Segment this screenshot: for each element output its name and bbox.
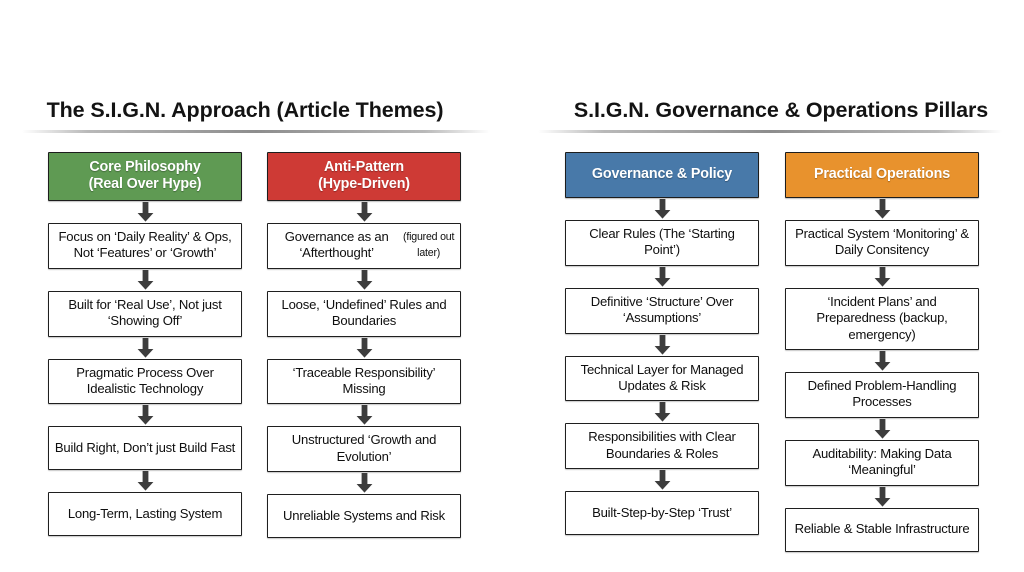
node-box[interactable]: Unstructured ‘Growth and Evolution’ [267,426,461,473]
node-box[interactable]: Technical Layer for Managed Updates & Ri… [565,355,759,402]
arrow-down-icon [48,269,242,291]
column-header-practical-operations[interactable]: Practical Operations [785,152,979,198]
node-box[interactable]: Definitive ‘Structure’ Over ‘Assumptions… [565,287,759,334]
header-line-1: Governance & Policy [591,166,733,182]
arrow-down-icon [785,266,979,288]
column-practical-operations: Practical Operations Practical System ‘M… [785,152,979,552]
arrow-down-icon [267,337,461,359]
column-core-philosophy: Core Philosophy (Real Over Hype) Focus o… [48,152,242,537]
arrow-down-icon [48,404,242,426]
column-header-governance-policy[interactable]: Governance & Policy [565,152,759,198]
node-box[interactable]: Built-Step-by-Step ‘Trust’ [565,491,759,536]
node-box[interactable]: Practical System ‘Monitoring’ & Daily Co… [785,220,979,266]
arrow-down-icon [267,404,461,426]
header-line-1: Core Philosophy [89,159,201,175]
title-divider-left [22,130,490,133]
node-box[interactable]: ‘Incident Plans’ and Preparedness (backu… [785,287,979,351]
arrow-down-icon [565,334,759,356]
panel-title-right: S.I.G.N. Governance & Operations Pillars [573,98,989,122]
header-line-2: (Real Over Hype) [88,176,202,192]
node-box[interactable]: Build Right, Don’t just Build Fast [48,426,242,471]
panel-title-left: The S.I.G.N. Approach (Article Themes) [46,98,444,122]
panel-governance-operations: S.I.G.N. Governance & Operations Pillars… [512,0,1024,572]
arrow-down-icon [565,198,759,220]
header-line-1: Practical Operations [813,166,951,182]
node-box[interactable]: Unreliable Systems and Risk [267,494,461,539]
column-governance-policy: Governance & Policy Clear Rules (The ‘St… [565,152,759,536]
node-box[interactable]: Loose, ‘Undefined’ Rules and Boundaries [267,290,461,337]
node-box[interactable]: Clear Rules (The ‘Starting Point’) [565,220,759,266]
column-anti-pattern: Anti-Pattern (Hype-Driven) Governance as… [267,152,461,539]
arrow-down-icon [48,337,242,359]
node-box[interactable]: Responsibilities with Clear Boundaries &… [565,423,759,470]
node-box[interactable]: Pragmatic Process Over Idealistic Techno… [48,358,242,405]
node-box[interactable]: ‘Traceable Responsibility’ Missing [267,358,461,405]
arrow-down-icon [267,269,461,291]
arrow-down-icon [785,350,979,372]
column-header-core-philosophy[interactable]: Core Philosophy (Real Over Hype) [48,152,242,201]
node-box[interactable]: Defined Problem-Handling Processes [785,372,979,418]
node-box[interactable]: Auditability: Making Data ‘Meaningful’ [785,439,979,486]
node-box[interactable]: Reliable & Stable Infrastructure [785,507,979,552]
arrow-down-icon [267,472,461,494]
title-divider-right [538,130,1002,133]
arrow-down-icon [785,198,979,220]
node-box[interactable]: Long-Term, Lasting System [48,492,242,537]
arrow-down-icon [267,201,461,223]
arrow-down-icon [565,266,759,288]
panel-article-themes: The S.I.G.N. Approach (Article Themes) C… [22,98,490,539]
column-header-anti-pattern[interactable]: Anti-Pattern (Hype-Driven) [267,152,461,201]
header-line-2: (Hype-Driven) [318,176,410,192]
node-box[interactable]: Focus on ‘Daily Reality’ & Ops, Not ‘Fea… [48,223,242,269]
arrow-down-icon [48,470,242,492]
node-box-subtext: (figured out later) [403,231,455,260]
arrow-down-icon [48,201,242,223]
arrow-down-icon [565,401,759,423]
arrow-down-icon [565,469,759,491]
arrow-down-icon [785,418,979,440]
header-line-1: Anti-Pattern [323,159,404,175]
node-box[interactable]: Governance as an ‘Afterthought’ (figured… [267,223,461,269]
arrow-down-icon [785,486,979,508]
node-box[interactable]: Built for ‘Real Use’, Not just ‘Showing … [48,290,242,337]
